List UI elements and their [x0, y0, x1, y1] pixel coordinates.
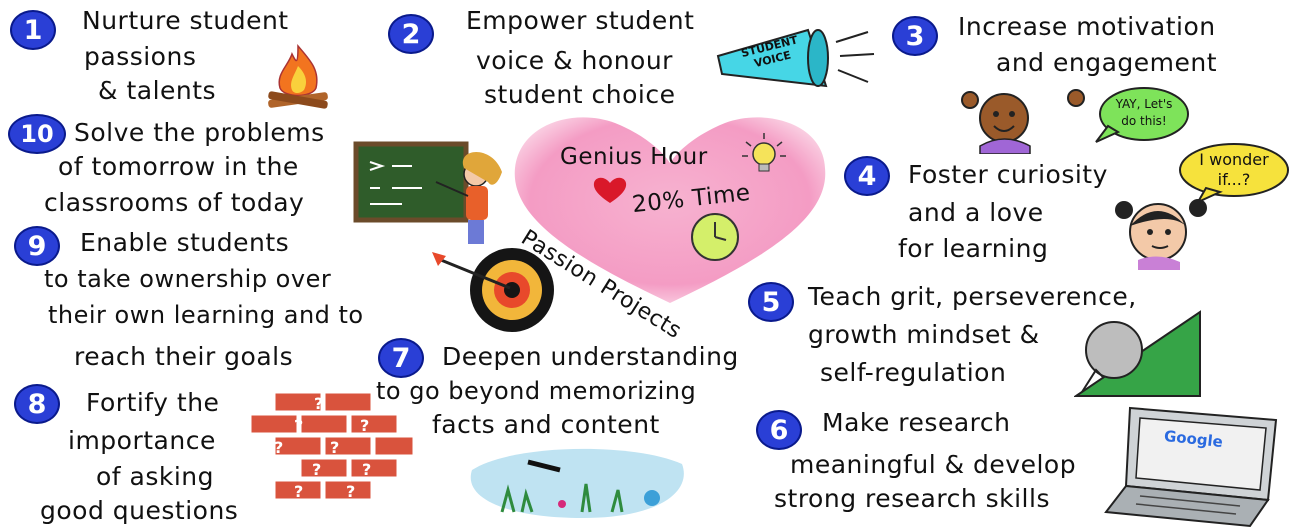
item-8-line-3: of asking	[96, 462, 215, 491]
heart-shape	[514, 117, 826, 303]
item-8-line-4: good questions	[40, 496, 239, 525]
chalkboard-teacher-icon	[353, 141, 502, 244]
item-9-line-3: their own learning and to	[48, 301, 364, 329]
item-2-line-1: Empower student	[466, 6, 695, 35]
item-8-line-2: importance	[68, 426, 216, 455]
brick-question-mark-9: ?	[346, 482, 356, 501]
item-4-line-2: and a love	[908, 198, 1044, 227]
yay-speech-bubble	[1095, 87, 1189, 143]
clock-icon	[691, 213, 739, 261]
item-4-line-1: Foster curiosity	[908, 160, 1108, 189]
item-10-line-1: Solve the problems	[74, 118, 325, 147]
lightbulb-icon	[742, 133, 786, 172]
number-badge-9: 9	[14, 226, 60, 266]
brick-question-mark-8: ?	[294, 482, 304, 501]
item-9-line-2: to take ownership over	[44, 265, 332, 293]
wonder-bubble-text: I wonder if...?	[1199, 150, 1269, 189]
number-badge-3: 3	[892, 16, 938, 56]
item-3-line-2: and engagement	[996, 48, 1218, 77]
item-5-line-3: self-regulation	[820, 358, 1007, 387]
item-5-line-1: Teach grit, perseverence,	[808, 282, 1137, 311]
brick-question-mark-7: ?	[362, 460, 372, 479]
item-6-line-2: meaningful & develop	[790, 450, 1077, 479]
brick-question-mark-6: ?	[312, 460, 322, 479]
number-badge-6: 6	[756, 410, 802, 450]
brick-wall-icon	[248, 390, 416, 502]
brick-question-mark-5: ?	[330, 438, 340, 457]
brick-question-mark-2: ?	[294, 416, 304, 435]
item-10-line-3: classrooms of today	[44, 188, 305, 217]
number-badge-1: 1	[10, 10, 56, 50]
boulder-hill-icon	[1074, 310, 1201, 397]
number-badge-8: 8	[14, 384, 60, 424]
number-badge-4: 4	[844, 156, 890, 196]
item-9-line-4: reach their goals	[74, 342, 294, 371]
campfire-icon	[268, 43, 328, 109]
item-2-line-2: voice & honour	[476, 46, 673, 75]
laptop-icon	[1104, 406, 1278, 528]
wonder-speech-bubble	[1179, 143, 1289, 204]
brick-question-mark-4: ?	[274, 438, 284, 457]
item-1-line-2: passions	[84, 42, 197, 71]
number-badge-10: 10	[8, 114, 66, 154]
item-10-line-2: of tomorrow in the	[58, 152, 299, 181]
curious-girl-icon	[1115, 199, 1207, 270]
item-6-line-3: strong research skills	[774, 484, 1050, 513]
item-4-line-3: for learning	[898, 234, 1049, 263]
small-heart-icon	[593, 177, 627, 203]
item-8-line-1: Fortify the	[86, 388, 220, 417]
center-genius-hour: Genius Hour	[560, 144, 708, 170]
underwater-scene-icon	[470, 448, 684, 518]
item-9-line-1: Enable students	[80, 228, 290, 257]
excited-kid-icon	[961, 89, 1085, 154]
brick-question-mark-1: ?	[314, 394, 324, 413]
number-badge-2: 2	[388, 14, 434, 54]
target-arrow-icon	[432, 248, 554, 332]
item-2-line-3: student choice	[484, 80, 676, 109]
item-7-line-2: to go beyond memorizing	[376, 377, 697, 405]
megaphone-icon	[716, 28, 875, 88]
yay-bubble-text: YAY, Let's do this!	[1115, 97, 1173, 128]
item-3-line-1: Increase motivation	[958, 12, 1216, 41]
item-7-line-3: facts and content	[432, 410, 660, 439]
item-1-line-3: & talents	[98, 76, 217, 105]
item-6-line-1: Make research	[822, 408, 1011, 437]
item-1-line-1: Nurture student	[82, 6, 289, 35]
brick-question-mark-3: ?	[360, 416, 370, 435]
number-badge-7: 7	[378, 338, 424, 378]
item-7-line-1: Deepen understanding	[442, 342, 739, 371]
number-badge-5: 5	[748, 282, 794, 322]
item-5-line-2: growth mindset &	[808, 320, 1040, 349]
